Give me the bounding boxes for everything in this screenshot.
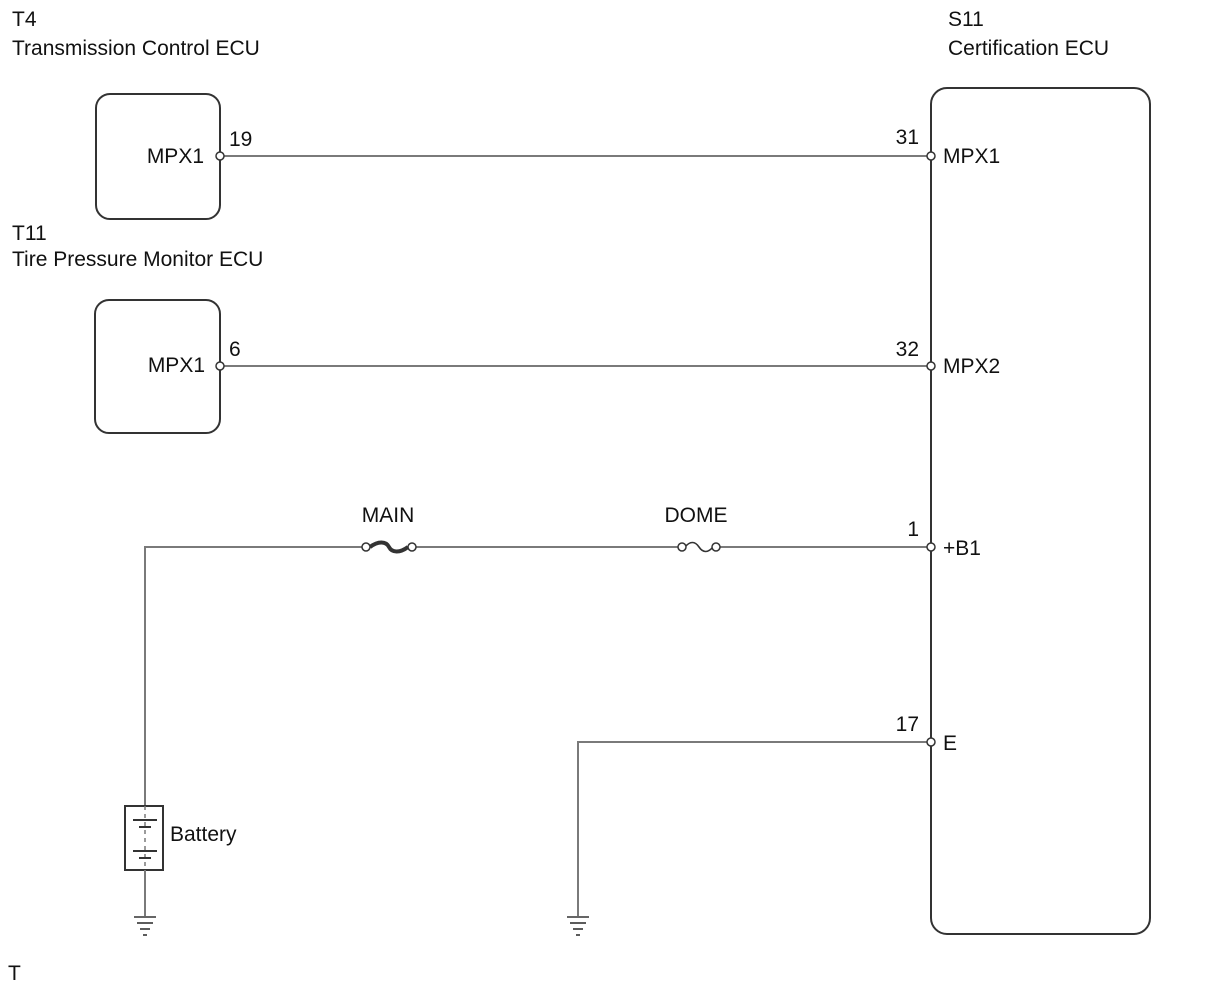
dome-fuse-icon: [677, 541, 721, 553]
cert-pin-17-label: E: [943, 732, 957, 755]
cert-pin-32-number: 32: [896, 338, 919, 361]
battery-icon: [124, 805, 164, 916]
cert-pin-1-number: 1: [907, 518, 919, 541]
ground-icon-battery: [134, 916, 156, 936]
main-fuse-label: MAIN: [362, 504, 415, 527]
dome-fuse-label: DOME: [665, 504, 728, 527]
cert-pin-17-number: 17: [896, 713, 919, 736]
footer-mark: T: [8, 962, 21, 985]
cert-pin-17: 17 E: [896, 713, 957, 755]
wire-ground-e: [577, 741, 931, 916]
wire-battery-main: [144, 546, 365, 806]
ground-icon-ecu: [567, 916, 589, 936]
cert-pin-32-label: MPX2: [943, 355, 1000, 378]
tcu-pin-label: MPX1: [147, 145, 204, 168]
cert-code: S11: [948, 8, 984, 31]
tcu-name: Transmission Control ECU: [12, 37, 260, 60]
cert-pin-1: 1 +B1: [907, 518, 981, 560]
cert-name: Certification ECU: [948, 37, 1109, 60]
tpm-pin-terminal: [215, 361, 225, 371]
tpm-pin-label: MPX1: [148, 354, 205, 377]
tpm-name: Tire Pressure Monitor ECU: [12, 248, 263, 271]
tcu-pin-number: 19: [229, 128, 252, 151]
cert-pin-1-label: +B1: [943, 537, 981, 560]
tcu-pin-terminal: [215, 151, 225, 161]
cert-pin-31-label: MPX1: [943, 145, 1000, 168]
tcu-code: T4: [12, 8, 37, 31]
cert-box: [930, 87, 1151, 935]
main-fuse-icon: [361, 540, 417, 554]
cert-pin-31-number: 31: [896, 126, 919, 149]
tpm-pin-number: 6: [229, 338, 241, 361]
tpm-code: T11: [12, 222, 47, 245]
cert-pin-31: 31 MPX1: [896, 126, 1001, 168]
battery-label: Battery: [170, 823, 237, 846]
cert-pin-32: 32 MPX2: [896, 338, 1001, 378]
